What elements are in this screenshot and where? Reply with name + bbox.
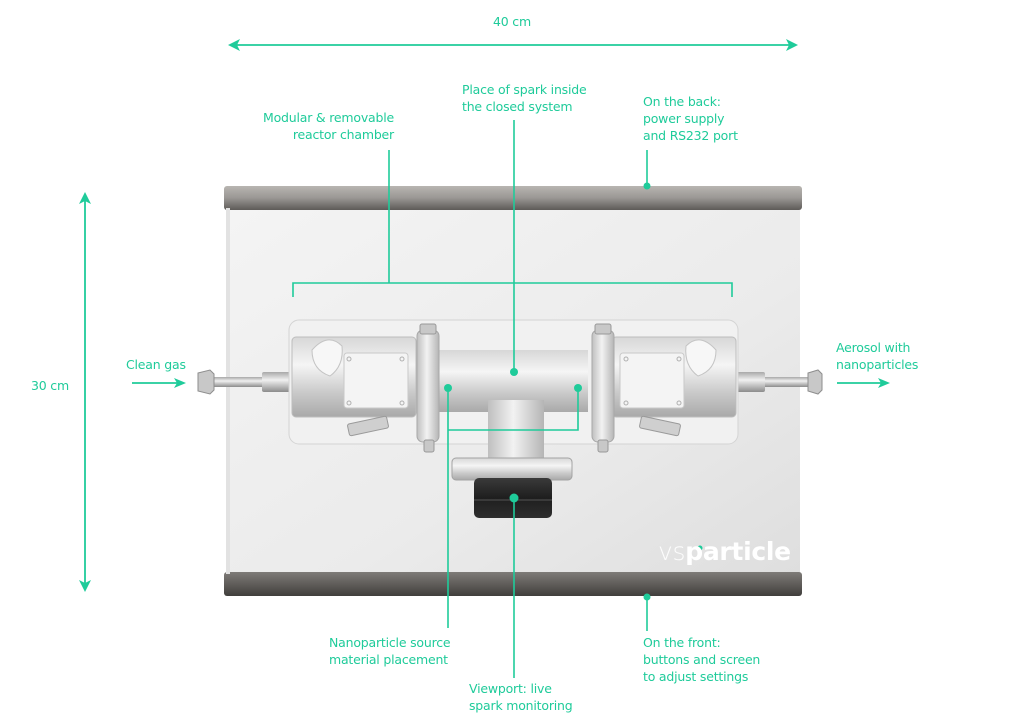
t-junction-chamber bbox=[438, 350, 588, 462]
right-source-dot bbox=[574, 384, 582, 392]
left-source-dot bbox=[444, 384, 452, 392]
width-dimension-label: 40 cm bbox=[493, 14, 531, 29]
inlet-fitting bbox=[197, 369, 292, 395]
callout-clean-gas: Clean gas bbox=[126, 356, 186, 373]
callout-line: Clean gas bbox=[126, 357, 186, 372]
height-dimension-arrow bbox=[79, 192, 91, 592]
callout-line: On the back: bbox=[643, 94, 721, 109]
callout-line: spark monitoring bbox=[469, 698, 573, 713]
callout-aerosol-out: Aerosol with nanoparticles bbox=[836, 339, 918, 373]
callout-line: power supply bbox=[643, 111, 725, 126]
callout-line: nanoparticles bbox=[836, 357, 919, 372]
callout-reactor-chamber: Modular & removable reactor chamber bbox=[258, 109, 394, 143]
logo-dot bbox=[697, 545, 703, 551]
outlet-flow-arrow bbox=[837, 378, 890, 388]
callout-line: the closed system bbox=[462, 99, 573, 114]
callout-line: buttons and screen bbox=[643, 652, 761, 667]
vsparticle-logo: vsparticle bbox=[658, 537, 791, 566]
back-panel-dot bbox=[643, 182, 651, 190]
callout-line: Nanoparticle source bbox=[329, 635, 451, 650]
left-clamp bbox=[416, 323, 440, 453]
outlet-fitting bbox=[735, 369, 823, 395]
callout-line: Modular & removable bbox=[263, 110, 394, 125]
right-clamp bbox=[591, 323, 615, 453]
callout-spark-place: Place of spark inside the closed system bbox=[462, 81, 587, 115]
inlet-flow-arrow bbox=[132, 378, 186, 388]
front-panel-dot bbox=[643, 593, 651, 601]
callout-line: Aerosol with bbox=[836, 340, 911, 355]
callout-line: On the front: bbox=[643, 635, 721, 650]
callout-line: reactor chamber bbox=[292, 127, 394, 142]
callout-viewport: Viewport: live spark monitoring bbox=[469, 680, 573, 714]
top-cap bbox=[224, 186, 802, 210]
callout-line: Place of spark inside bbox=[462, 82, 587, 97]
viewport-dot bbox=[509, 493, 519, 503]
callout-source-material: Nanoparticle source material placement bbox=[329, 634, 451, 668]
right-electrode-block bbox=[611, 336, 737, 437]
spark-point-dot bbox=[510, 368, 518, 376]
annotation-dots bbox=[444, 182, 703, 601]
callout-line: material placement bbox=[329, 652, 448, 667]
callout-back-panel: On the back: power supply and RS232 port bbox=[643, 93, 738, 144]
bottom-cap bbox=[224, 572, 802, 596]
width-dimension-arrow bbox=[228, 39, 798, 51]
annotation-lines bbox=[292, 120, 733, 678]
height-dimension-label: 30 cm bbox=[31, 378, 69, 393]
left-electrode-block bbox=[291, 336, 417, 437]
callout-line: Viewport: live bbox=[469, 681, 552, 696]
callout-line: and RS232 port bbox=[643, 128, 738, 143]
callout-front-panel: On the front: buttons and screen to adju… bbox=[643, 634, 760, 685]
callout-line: to adjust settings bbox=[643, 669, 749, 684]
